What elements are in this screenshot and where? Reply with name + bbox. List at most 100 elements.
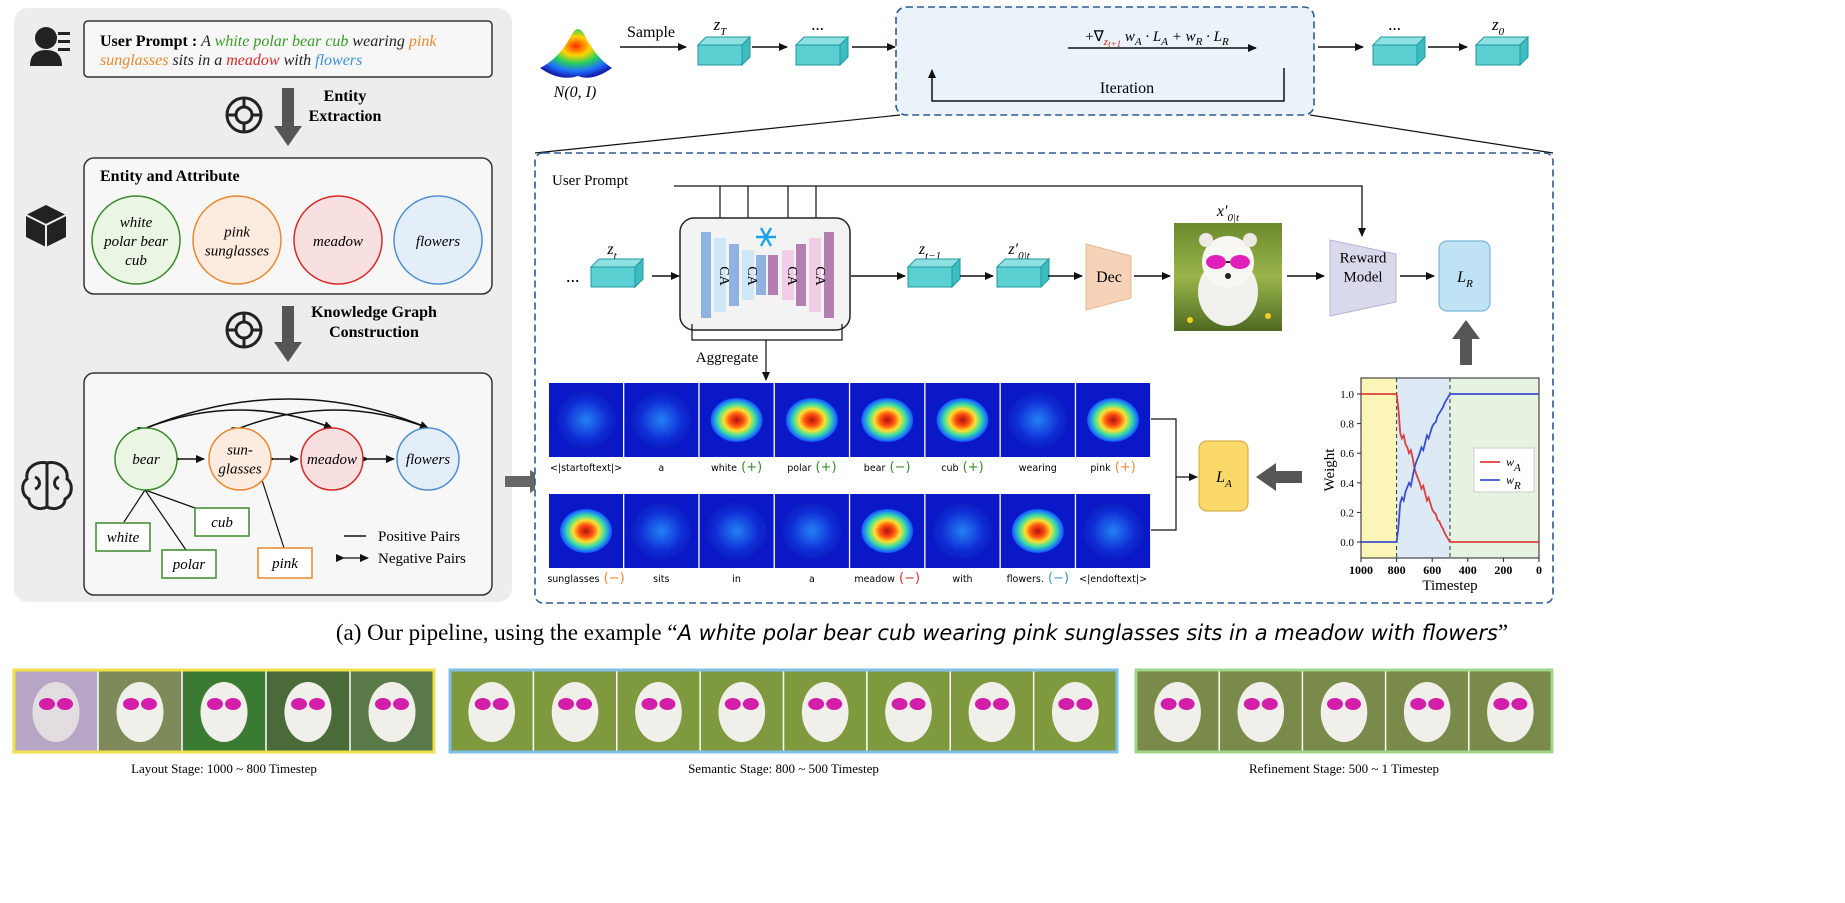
gaussian-noise-icon [540,29,612,78]
sample-label: Sample [627,24,675,41]
heatmap-row-2-cell: <|endoftext|> [1076,494,1151,585]
user-prompt-line-2: sunglasses sits in a meadow with flowers [100,52,362,69]
token-label: sunglasses (−) [547,571,624,586]
latent-cube [794,35,850,67]
latent-label: zT [713,15,728,38]
stage-region [1396,378,1450,558]
reward-loss-box [1438,240,1491,312]
token-label: polar (+) [787,460,836,475]
y-tick-label: 0.4 [1340,478,1354,490]
figure-caption: (a) Our pipeline, using the example “A w… [336,620,1508,645]
prompt-word: sunglasses [100,52,168,69]
left-panel: User Prompt : A white polar bear cub wea… [14,8,512,602]
prompt-word: A [200,33,214,50]
down-arrow-entity-extraction [274,88,302,146]
latent-label: z0 [1491,15,1505,38]
x-tick-label: 1000 [1349,563,1373,577]
aggregate-label: Aggregate [696,350,759,366]
token-label: pink (+) [1090,460,1135,475]
graph-attribute-box [194,507,250,537]
graph-node-label: flowers [406,452,450,468]
y-axis-label: Weight [1322,448,1338,492]
token-label: white (+) [711,460,762,475]
attention-loss-box [1198,440,1249,512]
heatmap-row-2-cell: with [925,494,1000,585]
cross-attention-label: CA [744,266,759,286]
detail-user-prompt-label: User Prompt [552,173,629,189]
graph-attribute-box [95,522,151,552]
stage-strip-label: Refinement Stage: 500 ~ 1 Timestep [1249,761,1439,776]
prompt-word: with [280,52,316,69]
update-formula: +∇zt+1 wA · LA + wR · LR [1085,29,1229,49]
noise-distribution-label: N(0, I) [553,84,597,101]
unet-layer-bar [714,238,726,312]
graph-attribute-box [161,549,217,579]
z0t-cube-shape [995,257,1051,289]
unet-layer-bar [729,244,739,306]
reward-loss-label: LR [1456,269,1473,290]
legend-negative-label: Negative Pairs [378,551,466,567]
zt-minus-1-cube [906,257,962,289]
y-tick-label: 0.2 [1340,507,1354,519]
y-tick-label: 0.0 [1340,537,1354,549]
entity-box-title: Entity and Attribute [100,168,240,185]
graph-attribute-label: polar [172,557,206,573]
brain-icon [21,461,73,511]
entity-circle [393,195,483,285]
prompt-word: flowers [315,52,362,69]
unet-layer-bar [701,232,711,318]
chart-legend [1473,447,1535,493]
decoder-block [1085,243,1132,311]
decoder-label: Dec [1096,269,1122,286]
unet-layer-bar [768,255,778,295]
graph-node [208,427,272,491]
token-label: sits [653,574,669,585]
stage-strip: Refinement Stage: 500 ~ 1 Timestep [1134,668,1554,776]
attention-loss-label: LA [1215,469,1232,490]
prompt-word: pink [408,33,437,50]
unet-layer-bar [809,238,821,312]
series-line-w_R [1361,393,1539,543]
series-line-w_A [1361,393,1539,543]
x0-given-t-label: x′0|t [1216,203,1240,224]
heatmap-row-1-cell: <|startoftext|> [549,383,623,474]
latent-cube [1474,35,1530,67]
z0-given-t-cube [995,257,1051,289]
heatmap-row-2-cell: in [699,494,774,585]
y-tick-label: 0.6 [1340,448,1354,460]
graph-node-label: sun-glasses [218,443,262,478]
stage-strip: Layout Stage: 1000 ~ 800 Timestep [12,668,436,776]
graph-node [300,427,364,491]
entity-label: flowers [416,234,460,250]
entity-label: meadow [313,234,363,250]
entity-circle [91,195,181,285]
openai-icon-2 [225,311,263,349]
bottom-stage-strips: Layout Stage: 1000 ~ 800 Timestep Semanti… [12,668,1554,776]
token-label: a [658,463,664,474]
stage-strip-label: Layout Stage: 1000 ~ 800 Timestep [131,761,317,776]
detail-ellipsis: ... [566,266,580,286]
cross-attention-label: CA [784,266,799,286]
stage-region [1361,378,1397,558]
stage-strip-label: Semantic Stage: 800 ~ 500 Timestep [688,761,879,776]
openai-icon [225,96,263,134]
token-label: flowers. (−) [1007,571,1069,586]
heatmap-row-2-cell: a [774,494,849,585]
down-arrow-graph-construction [274,306,302,362]
heatmap-row-2-cell: sits [624,494,699,585]
stage-strip-border [1134,668,1554,754]
prompt-label: User Prompt : [100,33,201,50]
entity-circle [293,195,383,285]
heatmap-row-2-cell: sunglasses (−) [547,494,625,586]
user-prompt-box [83,20,493,78]
graph-node [396,427,460,491]
graph-attribute-label: cub [211,515,233,531]
